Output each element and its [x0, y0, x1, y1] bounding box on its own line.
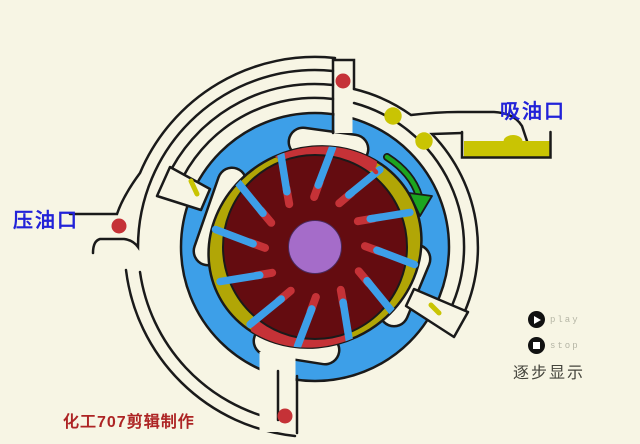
oil-tank [460, 130, 552, 159]
suction-arc-right-branch-upper [352, 87, 529, 143]
upper-left-port [155, 165, 212, 212]
oil-droplet [384, 107, 402, 125]
outer-arc-upper [68, 55, 337, 216]
oil-droplet [111, 218, 127, 234]
oil-droplet [335, 73, 351, 89]
oil-droplets [111, 73, 442, 424]
rotation-arrow-icon [383, 153, 433, 217]
play-button[interactable]: play [528, 311, 580, 328]
pressure-port-label: 压油口 [13, 210, 79, 232]
suction-arc-left-outer [170, 82, 335, 170]
suction-arc-left-inner [181, 96, 335, 179]
top-pipe [331, 58, 356, 135]
rotor-hub [288, 220, 342, 274]
mid-arc-lower [138, 270, 280, 422]
oil-droplet [415, 132, 433, 150]
vanes [211, 143, 419, 351]
credit-text: 化工707剪辑制作 [63, 414, 195, 431]
rotor-assembly [207, 138, 423, 355]
port-stubs [155, 165, 470, 339]
tank-oil [464, 141, 550, 157]
play-icon[interactable] [528, 311, 545, 328]
bottom-pipe [259, 352, 299, 435]
discharge-oil-tail [349, 150, 379, 175]
tank-walls [460, 130, 552, 159]
stop-icon[interactable] [528, 337, 545, 354]
suction-arc-right-branch-lower [429, 131, 480, 331]
stop-button[interactable]: stop [528, 337, 580, 354]
play-button-label: play [550, 314, 580, 325]
oil-droplet [277, 408, 293, 424]
stop-button-label: stop [550, 340, 580, 351]
suction-port-label: 吸油口 [500, 101, 566, 123]
step-display-label: 逐步显示 [513, 365, 586, 382]
mid-arc-upper-outlet-wall [91, 68, 335, 255]
